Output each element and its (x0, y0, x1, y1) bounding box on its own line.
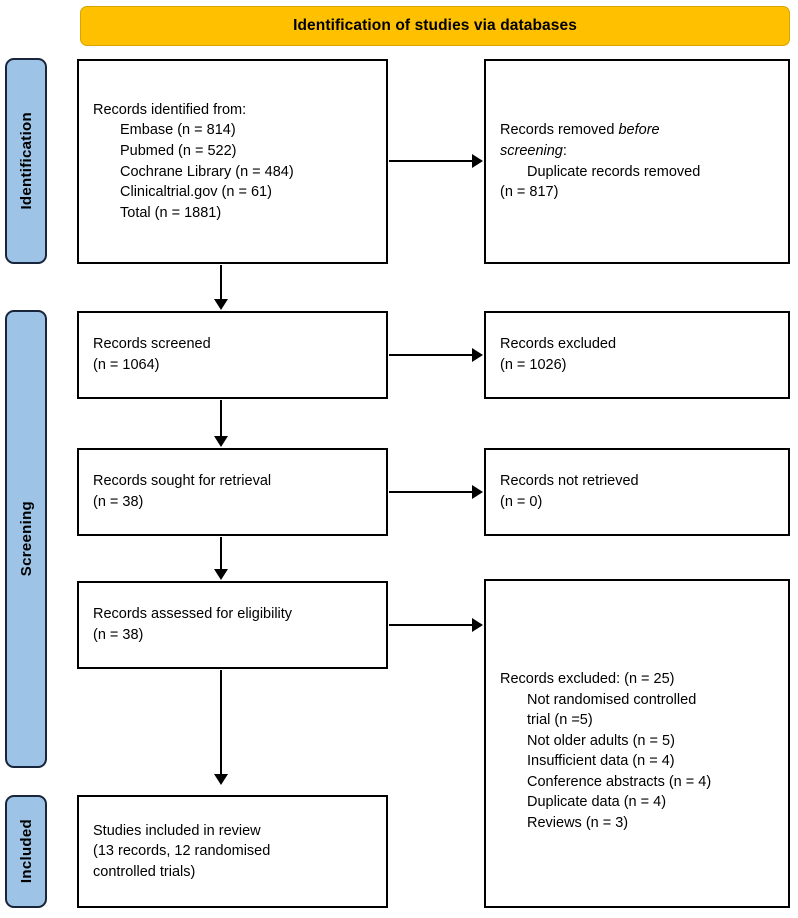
records-removed-line-0: Records removed before (500, 120, 774, 141)
records-removed-box: Records removed before screening: Duplic… (484, 59, 790, 264)
connector-assessed-to-excluded-reasons (389, 624, 473, 626)
records-assessed-box: Records assessed for eligibility (n = 38… (77, 581, 388, 669)
stage-tab-included-label: Included (17, 819, 35, 884)
connector-identified-to-removed (389, 160, 473, 162)
records-excluded-reasons-line-3: Not older adults (n = 5) (527, 732, 675, 749)
records-removed-line-1: screening: (500, 141, 774, 162)
records-excluded-reasons-line-4: Insufficient data (n = 4) (527, 753, 675, 770)
records-removed-line-3: (n = 817) (500, 184, 559, 201)
stage-tab-screening-label: Screening (17, 501, 35, 577)
records-assessed-line-0: Records assessed for eligibility (93, 606, 293, 623)
records-excluded-box: Records excluded (n = 1026) (484, 311, 790, 399)
studies-included-line-2: controlled trials) (93, 863, 196, 880)
stage-tab-included: Included (5, 795, 47, 908)
records-identified-box: Records identified from: Embase (n = 814… (77, 59, 388, 264)
records-sought-line-0: Records sought for retrieval (93, 473, 272, 490)
records-excluded-reasons-line-6: Duplicate data (n = 4) (527, 794, 667, 811)
records-screened-line-0: Records screened (93, 336, 211, 353)
arrow-assessed-to-excluded-reasons (472, 618, 483, 632)
records-sought-box: Records sought for retrieval (n = 38) (77, 448, 388, 536)
records-excluded-reasons-line-0: Records excluded: (n = 25) (500, 671, 675, 687)
arrow-assessed-to-included (214, 774, 228, 785)
records-excluded-reasons-line-5: Conference abstracts (n = 4) (527, 773, 712, 790)
records-removed-line-2: Duplicate records removed (527, 163, 701, 180)
records-identified-line-2: Pubmed (n = 522) (120, 142, 237, 159)
records-removed-line-0-italic: before (618, 122, 660, 139)
studies-included-line-0: Studies included in review (93, 822, 261, 839)
records-identified-line-1: Embase (n = 814) (120, 122, 236, 139)
connector-screened-to-excluded (389, 354, 473, 356)
connector-assessed-to-included (220, 670, 222, 775)
records-excluded-reasons-line-2: trial (n =5) (527, 712, 593, 729)
stage-tab-identification-label: Identification (17, 112, 35, 210)
records-removed-line-0-pre: Records removed (500, 122, 619, 139)
arrow-identified-to-screened (214, 299, 228, 310)
connector-screened-to-sought (220, 400, 222, 437)
arrow-sought-to-assessed (214, 569, 228, 580)
arrow-sought-to-not-retrieved (472, 485, 483, 499)
diagram-title: Identification of studies via databases (293, 17, 577, 34)
diagram-header-banner: Identification of studies via databases (80, 6, 790, 46)
records-screened-box: Records screened (n = 1064) (77, 311, 388, 399)
studies-included-box: Studies included in review (13 records, … (77, 795, 388, 908)
arrow-screened-to-excluded (472, 348, 483, 362)
studies-included-line-1: (13 records, 12 randomised (93, 843, 271, 860)
records-identified-line-0: Records identified from: (93, 101, 247, 118)
records-excluded-reasons-box: Records excluded: (n = 25) Not randomise… (484, 579, 790, 908)
records-screened-line-1: (n = 1064) (93, 357, 160, 373)
records-identified-line-3: Cochrane Library (n = 484) (120, 163, 294, 180)
records-sought-line-1: (n = 38) (93, 494, 144, 510)
records-excluded-reasons-line-7: Reviews (n = 3) (527, 815, 629, 832)
records-identified-line-4: Clinicaltrial.gov (n = 61) (120, 184, 272, 201)
records-excluded-line-1: (n = 1026) (500, 357, 567, 373)
records-identified-line-5: Total (n = 1881) (120, 204, 222, 221)
arrow-identified-to-removed (472, 154, 483, 168)
records-not-retrieved-line-0: Records not retrieved (500, 473, 639, 490)
connector-identified-to-screened (220, 265, 222, 301)
connector-sought-to-assessed (220, 537, 222, 570)
arrow-screened-to-sought (214, 436, 228, 447)
records-removed-line-1-post: : (562, 142, 567, 159)
records-not-retrieved-line-1: (n = 0) (500, 494, 543, 510)
records-assessed-line-1: (n = 38) (93, 627, 144, 643)
records-excluded-reasons-line-1: Not randomised controlled (527, 691, 697, 708)
records-not-retrieved-box: Records not retrieved (n = 0) (484, 448, 790, 536)
records-removed-line-1-italic: screening (500, 142, 563, 159)
stage-tab-screening: Screening (5, 310, 47, 768)
stage-tab-identification: Identification (5, 58, 47, 264)
records-excluded-line-0: Records excluded (500, 336, 617, 353)
connector-sought-to-not-retrieved (389, 491, 473, 493)
